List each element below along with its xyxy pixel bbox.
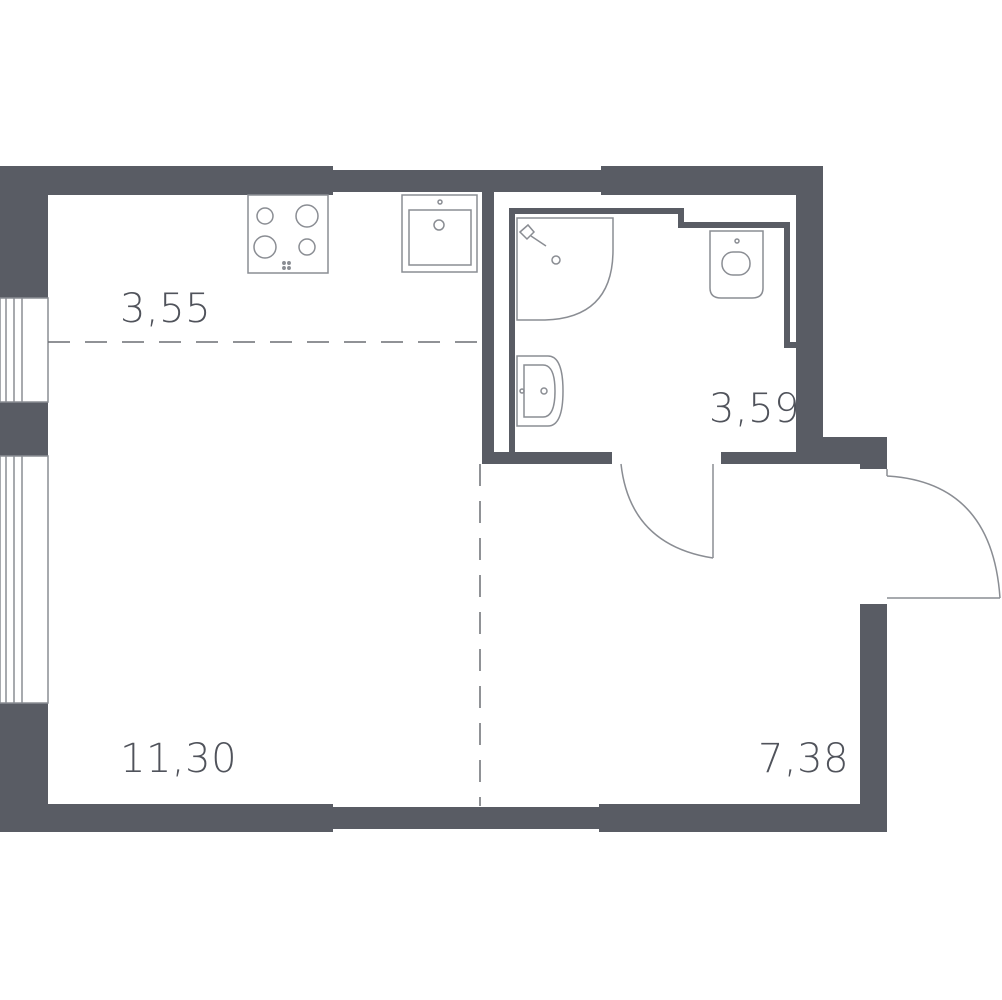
wall-right-upper — [796, 166, 823, 464]
zone-dividers — [48, 341, 482, 806]
bathroom-area-label: 3,59 — [709, 386, 800, 432]
entrance-door-icon — [886, 469, 1001, 599]
wall-bottom-mid — [333, 807, 601, 829]
washbasin-icon — [516, 355, 564, 427]
bathroom-door-icon — [620, 463, 714, 559]
bathroom-wall-bottom-right — [721, 452, 801, 464]
toilet-icon — [709, 230, 764, 299]
kitchen-sink-icon — [401, 194, 478, 273]
bathroom-wall-bottom-left — [482, 452, 612, 464]
walls — [0, 166, 887, 832]
wall-left-top — [0, 166, 48, 298]
kitchen-area-label: 3,55 — [120, 286, 211, 332]
wall-bottom-left — [0, 804, 333, 832]
bathroom-wall-left — [482, 192, 494, 460]
living-area-label: 11,30 — [120, 736, 237, 782]
wall-entrance-jamb-top — [860, 437, 887, 469]
wall-right-lower — [860, 604, 887, 832]
wall-left-mid — [0, 402, 48, 456]
wall-top-right — [601, 166, 823, 195]
wall-top-left — [0, 166, 333, 195]
stove-icon — [247, 194, 329, 274]
wall-bottom-right — [599, 804, 887, 832]
bathroom-duct — [509, 208, 797, 348]
hallway-area-label: 7,38 — [758, 736, 849, 782]
shower-icon — [516, 217, 614, 321]
window-icon — [0, 297, 49, 704]
wall-top-mid — [333, 170, 601, 192]
